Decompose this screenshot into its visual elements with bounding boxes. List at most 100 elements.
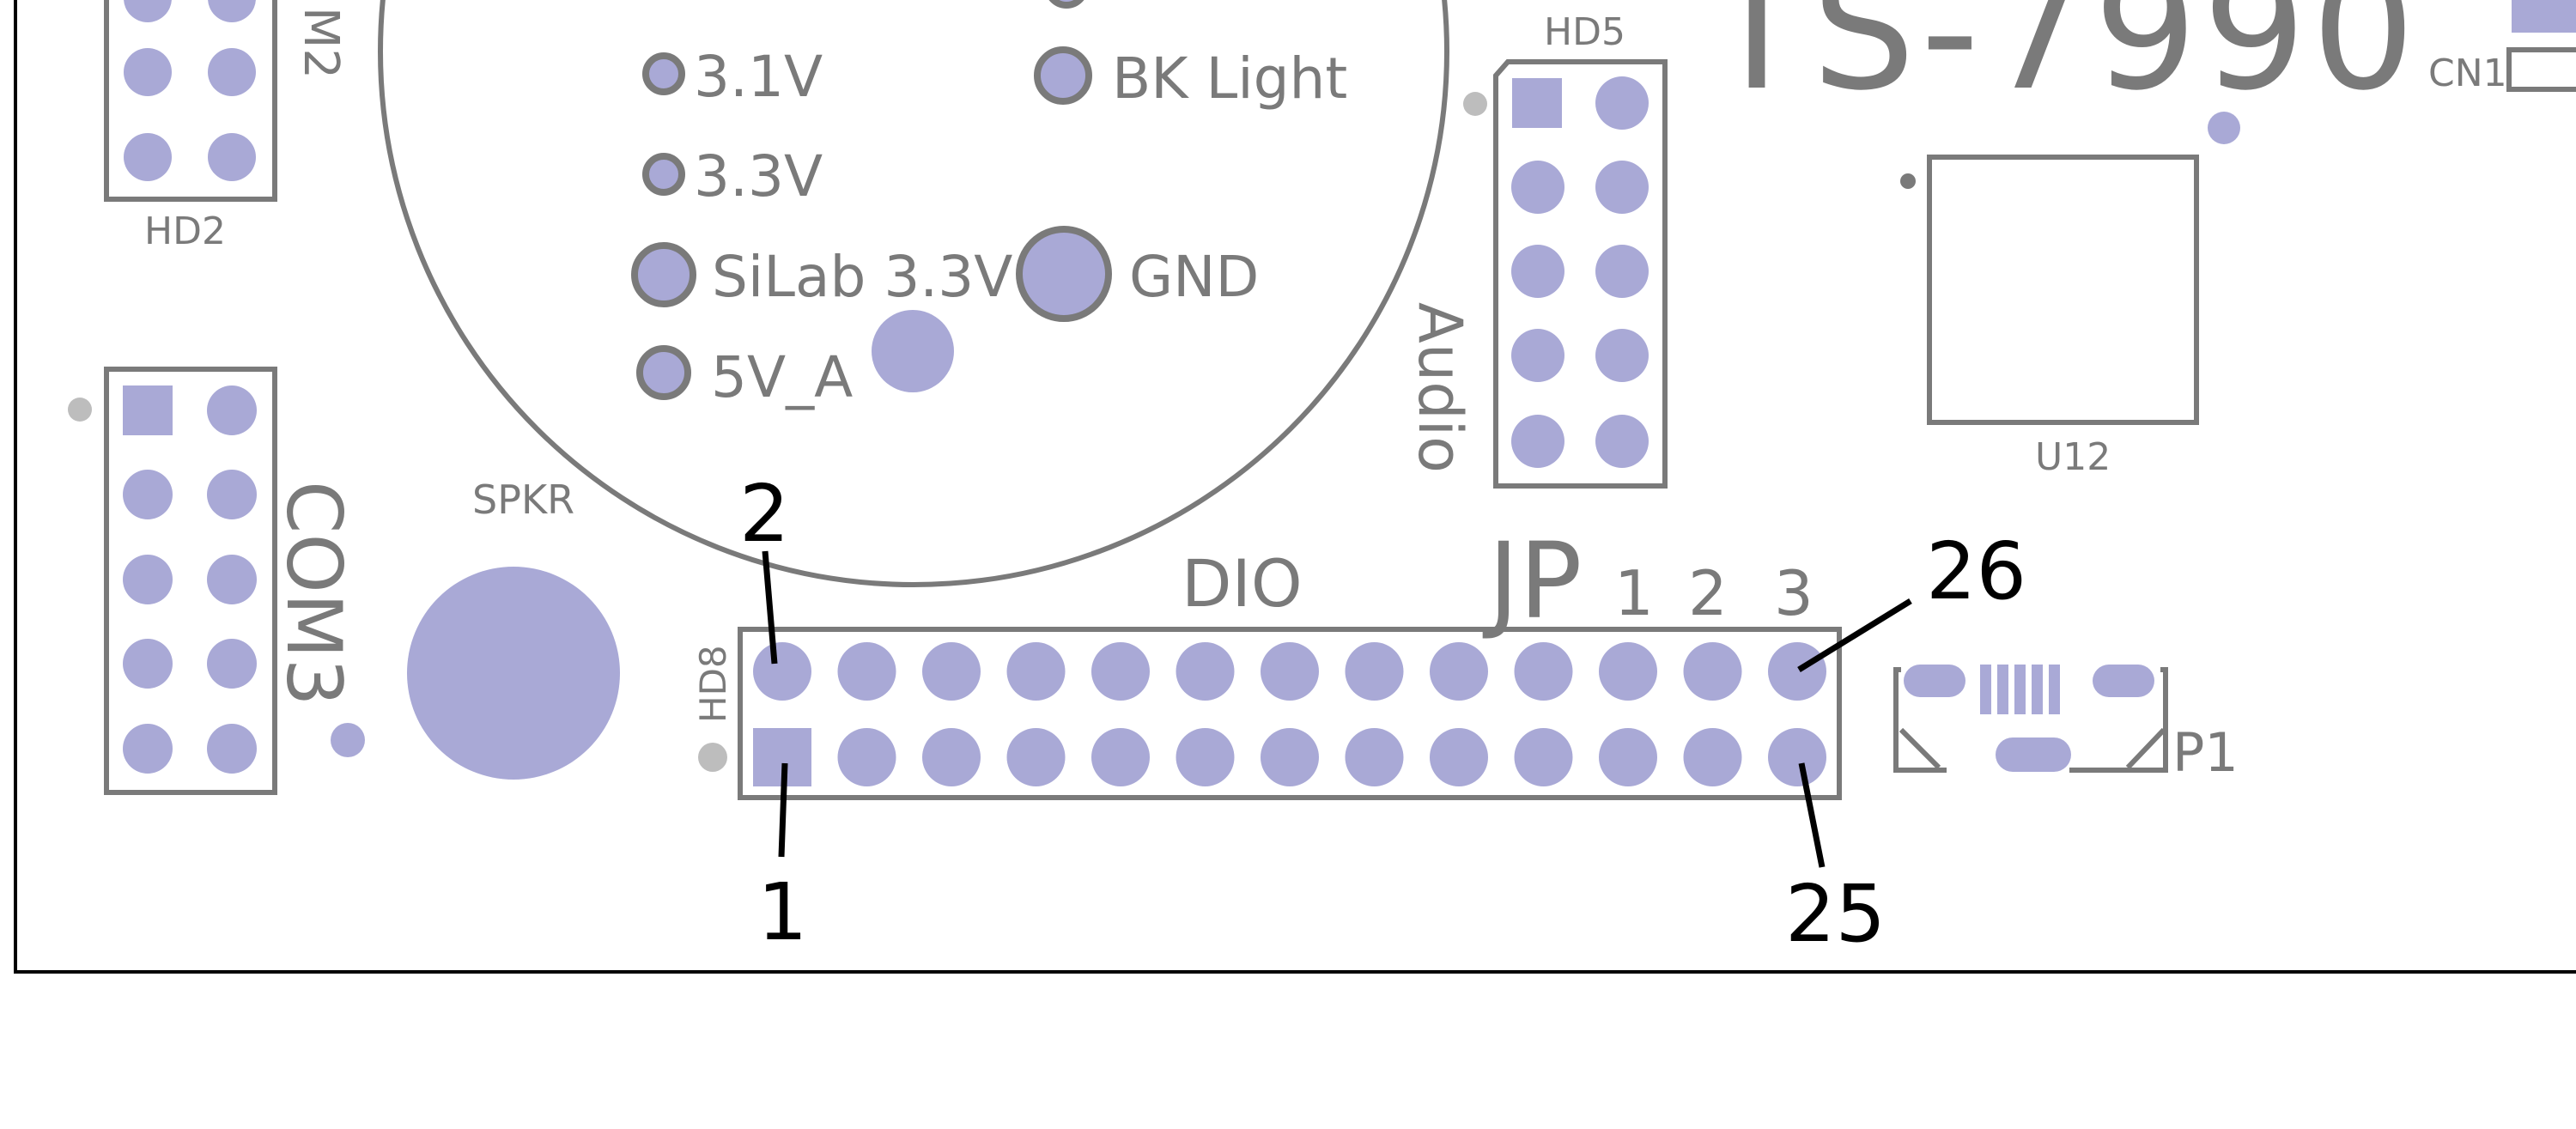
hd2-pad — [124, 133, 172, 181]
hd2-side-label: M2 — [293, 7, 349, 79]
tp-partial-top-ring — [1048, 0, 1084, 9]
tp-3-1v-ring — [642, 52, 685, 95]
cn1-outline — [2506, 47, 2576, 92]
pin-callouts: 2 1 26 25 — [739, 468, 2026, 960]
com3-pad — [207, 639, 257, 689]
hd2-pad — [208, 48, 256, 96]
hd8-pads — [753, 642, 1826, 786]
hd5-pad — [1511, 245, 1564, 298]
u12-outline — [1927, 155, 2199, 425]
hd8-pad-odd — [1768, 728, 1826, 786]
com3-pin1-marker — [68, 398, 92, 422]
hd5-pad — [1511, 161, 1564, 214]
hd8-pad-odd — [1345, 728, 1404, 786]
hd5-pad — [1595, 415, 1649, 468]
hd5-audio-header: HD5 Audio — [1405, 10, 1668, 489]
p1-pin — [2014, 665, 2026, 714]
hd5-pad — [1595, 245, 1649, 298]
tp-bk-light-ring — [1034, 46, 1092, 105]
hd5-pad-square — [1512, 78, 1562, 128]
pin-26-callout: 26 — [1926, 525, 2026, 617]
large-circle-outline — [378, 0, 1449, 587]
hd5-pin1-marker — [1463, 92, 1487, 116]
pin-25-leader — [1798, 762, 1826, 868]
dio-label: DIO — [1182, 545, 1303, 622]
pin-1-callout: 1 — [757, 866, 808, 958]
hd5-pad — [1595, 329, 1649, 382]
spkr-pad-large — [407, 567, 620, 780]
hd2-header: M2 HD2 — [104, 0, 349, 253]
p1-pin — [2032, 665, 2043, 714]
pin-2-callout: 2 — [739, 468, 790, 560]
hd8-pad-even — [1599, 642, 1657, 701]
hd8-pad-even — [922, 642, 981, 701]
hd8-pad-odd — [1599, 728, 1657, 786]
tp-5v-a-label: 5V_A — [711, 344, 853, 410]
tp-3-3v-ring — [642, 153, 685, 196]
hd8-pad-odd — [1261, 728, 1319, 786]
com3-pad — [207, 724, 257, 774]
com3-pad — [123, 555, 173, 604]
hd8-pad-odd — [1514, 728, 1573, 786]
tp-bk-light-label: BK Light — [1112, 46, 1347, 112]
cn1-via — [2208, 112, 2240, 144]
hd2-pad — [208, 0, 256, 22]
hd8-pad-even — [1514, 642, 1573, 701]
p1-pad-left — [1904, 665, 1965, 697]
com3-outline — [104, 367, 277, 795]
hd5-pad — [1595, 161, 1649, 214]
board-edge — [14, 0, 2576, 974]
pin-25-callout: 25 — [1785, 868, 1886, 960]
hd8-pad-odd — [1006, 728, 1066, 786]
p1-connector: P1 — [1893, 665, 2239, 784]
hd8-pad-even — [1683, 642, 1742, 701]
cn1-connector: CN1 — [2208, 0, 2576, 144]
hd8-pad-odd — [1430, 728, 1488, 786]
hd8-dio-header: HD8 — [692, 627, 1842, 800]
hd8-pad-even — [1261, 642, 1319, 701]
cn1-label: CN1 — [2428, 52, 2507, 95]
com3-pad-square — [123, 385, 173, 435]
u12-chip: U12 — [1900, 155, 2199, 479]
jp-3-label: 3 — [1774, 557, 1814, 629]
hd8-pad-even — [1345, 642, 1404, 701]
hd8-outline — [738, 627, 1842, 800]
tp-large-pad — [872, 310, 954, 392]
hd2-label: HD2 — [144, 209, 226, 253]
pin-26-leader — [1797, 598, 1912, 672]
hd8-pad-odd — [1683, 728, 1742, 786]
hd2-pad — [124, 0, 172, 22]
p1-pad-right — [2093, 665, 2154, 697]
hd8-pad-odd — [1091, 728, 1150, 786]
jp-1-label: 1 — [1614, 557, 1654, 629]
com3-label: COM3 — [270, 481, 358, 707]
com3-pad — [207, 470, 257, 519]
tp-5v-a-ring — [636, 345, 691, 400]
board-name: TS-7990 — [1706, 0, 2421, 126]
u12-pin1-dot — [1900, 173, 1916, 189]
hd8-pad-odd — [837, 728, 896, 786]
pin-1-leader — [778, 762, 788, 858]
hd5-pad — [1511, 329, 1564, 382]
p1-pin — [1997, 665, 2008, 714]
hd8-pad-even — [1176, 642, 1235, 701]
hd8-pad-even — [1091, 642, 1150, 701]
hd2-outline — [104, 0, 277, 202]
test-points: 3.1V 3.3V SiLab 3.3V 5V_A BK Light GND — [631, 0, 1347, 410]
p1-pin — [1980, 665, 1991, 714]
hd8-pad-even — [837, 642, 896, 701]
tp-gnd-ring — [1016, 226, 1112, 322]
p1-label: P1 — [2172, 721, 2239, 784]
jp-label: JP — [1482, 520, 1583, 642]
hd5-pad — [1511, 415, 1564, 468]
hd8-label: HD8 — [692, 645, 734, 723]
u12-label: U12 — [2035, 435, 2111, 479]
com3-pad — [207, 385, 257, 435]
hd8-pad-odd — [922, 728, 981, 786]
p1-outline — [1893, 667, 2168, 773]
tp-gnd-label: GND — [1129, 244, 1259, 310]
hd2-pad — [208, 133, 256, 181]
jp-2-label: 2 — [1688, 557, 1728, 629]
tp-silab-ring — [631, 242, 696, 307]
